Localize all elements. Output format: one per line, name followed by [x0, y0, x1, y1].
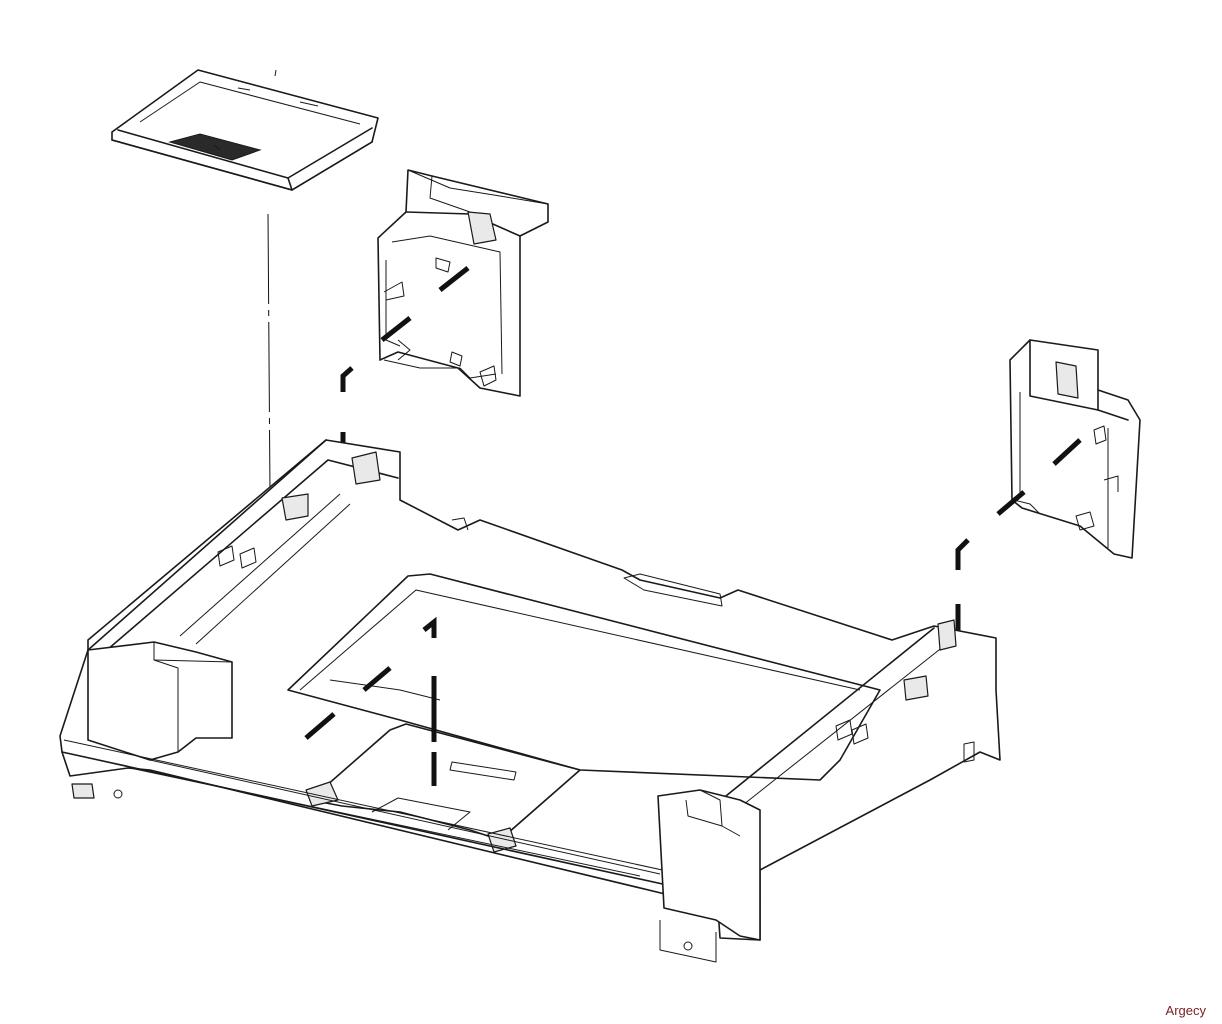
- alignment-dash: [1052, 438, 1082, 466]
- alignment-dash: [304, 712, 336, 740]
- right-side-cover-part: [1009, 339, 1141, 559]
- alignment-dash: [422, 616, 437, 638]
- left-side-cover-part: [377, 169, 549, 397]
- alignment-dash: [380, 316, 412, 342]
- watermark-label: Argecy: [1165, 1003, 1206, 1018]
- top-cover-part: [111, 69, 379, 191]
- alignment-dash: [996, 490, 1026, 516]
- alignment-dash: [438, 266, 470, 292]
- alignment-dash: [362, 666, 392, 692]
- alignment-dash: [340, 366, 354, 392]
- base-tray-part: [59, 439, 1001, 963]
- alignment-dash: [955, 538, 970, 570]
